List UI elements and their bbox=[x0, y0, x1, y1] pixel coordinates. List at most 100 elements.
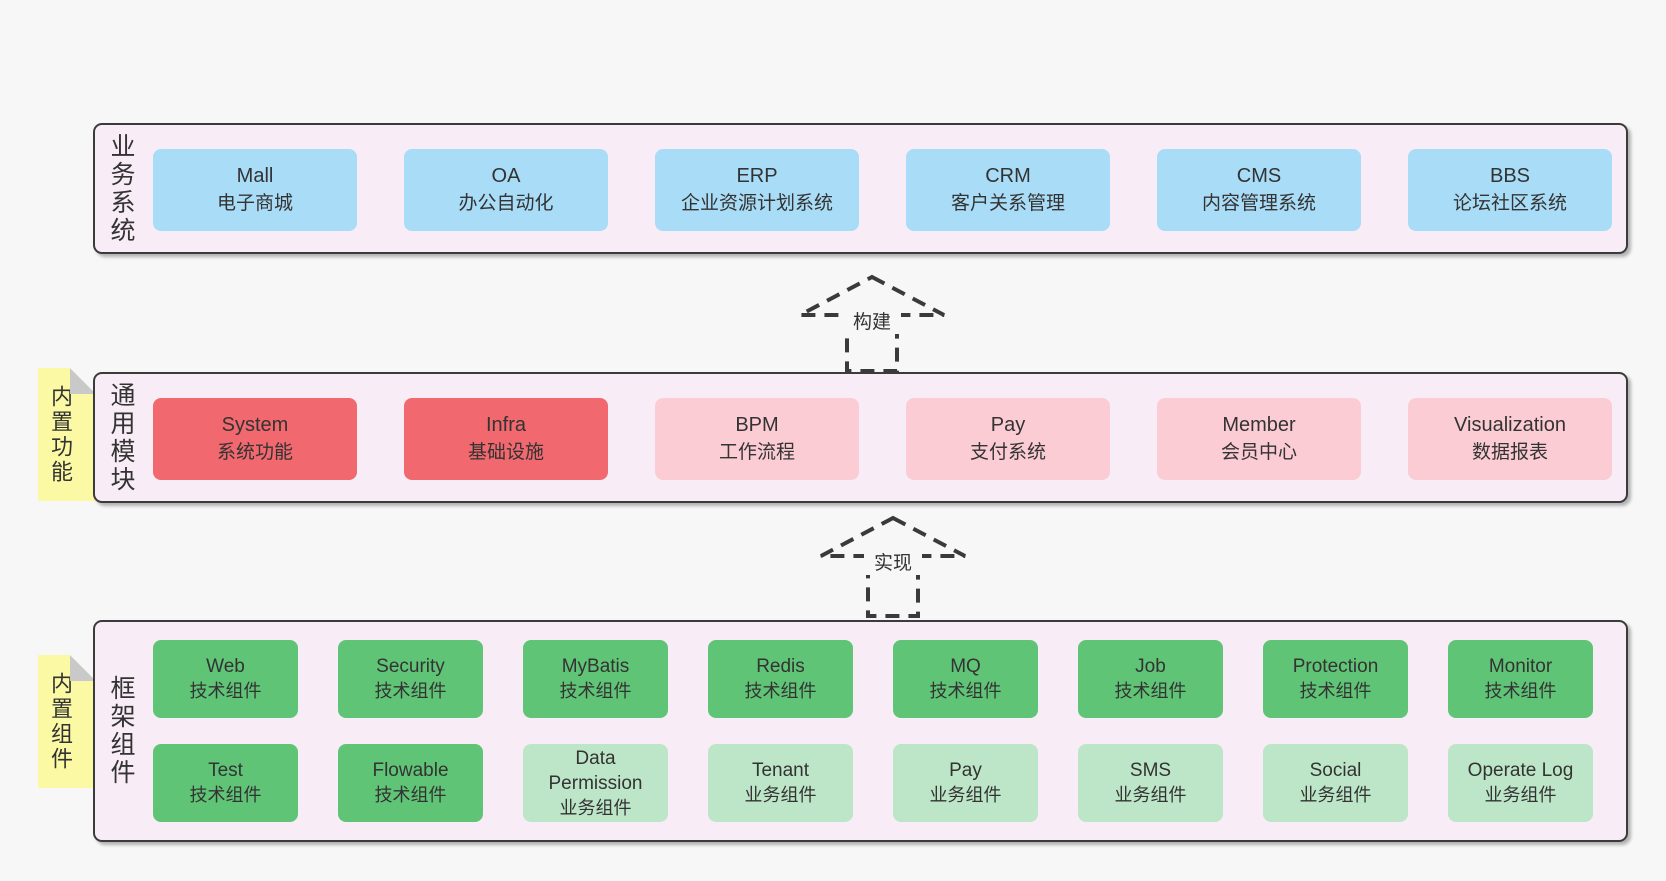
build-arrow: 构建 bbox=[799, 274, 945, 373]
box-erp: ERP 企业资源计划系统 bbox=[655, 149, 859, 231]
business-systems-rows: Mall 电子商城 OA 办公自动化 ERP 企业资源计划系统 CRM 客户关系管理 CMS 内容… bbox=[95, 149, 1626, 231]
box-crm: CRM 客户关系管理 bbox=[906, 149, 1110, 231]
builtin-features-note-text: 内置功能 bbox=[48, 384, 73, 485]
implement-arrow-label: 实现 bbox=[874, 552, 912, 574]
box-bpm: BPM 工作流程 bbox=[655, 398, 859, 480]
box-title: BBS bbox=[1489, 165, 1531, 187]
box-subtitle: 数据报表 bbox=[1471, 442, 1548, 463]
business-systems-label: 业务系统 bbox=[107, 125, 135, 252]
box-subtitle: 技术组件 bbox=[189, 785, 262, 805]
box-protection: Protection 技术组件 bbox=[1263, 640, 1408, 718]
box-title: Tenant bbox=[751, 760, 810, 781]
implement-arrow-label-bg bbox=[864, 548, 922, 575]
box-title: Pay bbox=[990, 414, 1026, 436]
box-subtitle: 电子商城 bbox=[216, 193, 293, 214]
box-subtitle: 支付系统 bbox=[969, 442, 1046, 463]
box-title: ERP bbox=[736, 165, 778, 187]
business-row-1: Mall 电子商城 OA 办公自动化 ERP 企业资源计划系统 CRM 客户关系管理 CMS 内容… bbox=[153, 149, 1626, 231]
box-title: OA bbox=[491, 165, 521, 187]
box-title: CRM bbox=[985, 165, 1031, 187]
box-subtitle: 客户关系管理 bbox=[950, 193, 1065, 214]
builtin-components-note-text: 内置组件 bbox=[48, 671, 73, 772]
section-business-systems: 业务系统 Mall 电子商城 OA 办公自动化 ERP 企业资源计划系统 CRM 客户关系管理… bbox=[93, 123, 1628, 254]
box-subtitle: 业务组件 bbox=[744, 785, 817, 805]
box-subtitle: 办公自动化 bbox=[458, 193, 554, 214]
box-title: Web bbox=[206, 656, 245, 677]
framework-components-label-text: 框架组件 bbox=[107, 675, 135, 787]
box-title: Protection bbox=[1292, 656, 1379, 677]
box-redis: Redis 技术组件 bbox=[708, 640, 853, 718]
box-subtitle: 技术组件 bbox=[929, 681, 1002, 701]
box-title: Redis bbox=[756, 656, 805, 677]
box-subtitle: 技术组件 bbox=[744, 681, 817, 701]
box-title: MQ bbox=[950, 656, 981, 677]
builtin-components-note: 内置组件 bbox=[38, 655, 96, 788]
build-arrow-label: 构建 bbox=[853, 311, 891, 333]
box-title: BPM bbox=[735, 414, 779, 436]
common-modules-label-text: 通用模块 bbox=[107, 381, 135, 494]
box-mybatis: MyBatis 技术组件 bbox=[523, 640, 668, 718]
box-title: CMS bbox=[1236, 165, 1282, 187]
box-subtitle: 业务组件 bbox=[929, 785, 1002, 805]
box-title: Security bbox=[376, 656, 445, 677]
box-subtitle: 基础设施 bbox=[467, 442, 544, 463]
box-member: Member 会员中心 bbox=[1157, 398, 1361, 480]
box-subtitle: 企业资源计划系统 bbox=[680, 193, 833, 214]
box-visualization: Visualization 数据报表 bbox=[1408, 398, 1612, 480]
box-subtitle: 技术组件 bbox=[1299, 681, 1372, 701]
box-bbs: BBS 论坛社区系统 bbox=[1408, 149, 1612, 231]
box-title: MyBatis bbox=[561, 656, 630, 677]
box-subtitle: 业务组件 bbox=[559, 797, 632, 818]
box-subtitle: 内容管理系统 bbox=[1201, 193, 1316, 214]
box-subtitle: 会员中心 bbox=[1220, 442, 1297, 463]
box-web: Web 技术组件 bbox=[153, 640, 298, 718]
box-job: Job 技术组件 bbox=[1078, 640, 1223, 718]
box-subtitle: 技术组件 bbox=[559, 681, 632, 701]
box-title: Mall bbox=[236, 165, 274, 187]
box-subtitle: 业务组件 bbox=[1114, 785, 1187, 805]
box-pay: Pay 支付系统 bbox=[906, 398, 1110, 480]
box-title: SMS bbox=[1129, 760, 1172, 781]
common-modules-label: 通用模块 bbox=[107, 374, 135, 501]
box-tenant: Tenant 业务组件 bbox=[708, 744, 853, 822]
box-subtitle: 工作流程 bbox=[718, 442, 795, 463]
box-title: Flowable bbox=[372, 760, 449, 781]
box-subtitle: 论坛社区系统 bbox=[1452, 193, 1567, 214]
box-cms: CMS 内容管理系统 bbox=[1157, 149, 1361, 231]
business-systems-label-text: 业务系统 bbox=[107, 132, 135, 245]
implement-arrow-outline bbox=[820, 515, 966, 618]
box-title: Member bbox=[1222, 414, 1296, 436]
box-oa: OA 办公自动化 bbox=[404, 149, 608, 231]
box-title: Monitor bbox=[1488, 656, 1553, 677]
implement-arrow: 实现 bbox=[820, 515, 966, 618]
box-subtitle: 技术组件 bbox=[1114, 681, 1187, 701]
box-title: Visualization bbox=[1454, 414, 1566, 436]
box-title: Job bbox=[1135, 656, 1166, 677]
box-title: Data Permission bbox=[548, 747, 643, 794]
box-sms: SMS 业务组件 bbox=[1078, 744, 1223, 822]
box-title: Operate Log bbox=[1467, 760, 1574, 781]
framework-components-label: 框架组件 bbox=[107, 622, 135, 840]
build-arrow-outline bbox=[799, 274, 945, 373]
box-subtitle: 技术组件 bbox=[189, 681, 262, 701]
box-mall: Mall 电子商城 bbox=[153, 149, 357, 231]
box-title: System bbox=[221, 414, 289, 436]
box-title: Social bbox=[1309, 760, 1362, 781]
builtin-features-note: 内置功能 bbox=[38, 368, 96, 501]
